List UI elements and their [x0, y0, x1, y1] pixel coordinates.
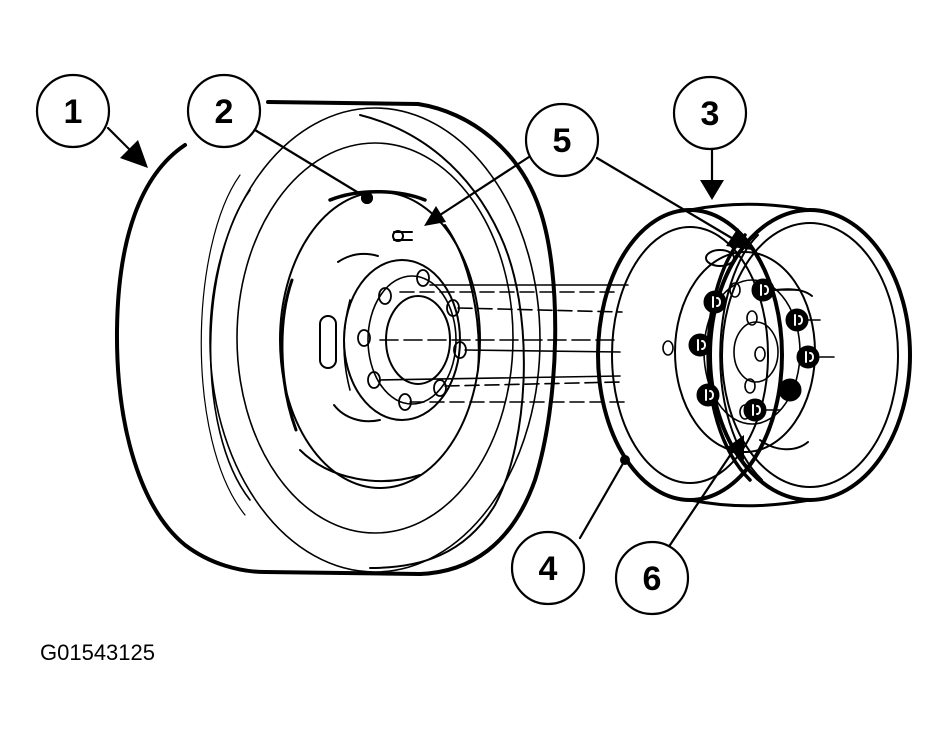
leader-lines — [106, 126, 737, 550]
callout-4: 4 — [539, 550, 558, 588]
stud-alignment-lines — [379, 284, 629, 403]
callout-6: 6 — [643, 560, 662, 598]
callout-1: 1 — [64, 93, 83, 131]
leader-arrowheads — [120, 140, 752, 460]
callout-3: 3 — [701, 95, 720, 133]
callout-5: 5 — [553, 122, 572, 160]
figure-id: G01543125 — [40, 640, 155, 665]
callout-2: 2 — [215, 93, 234, 131]
outer-wheel-rim — [596, 202, 912, 508]
lug-nuts — [688, 278, 835, 422]
callout-circles — [35, 73, 748, 616]
